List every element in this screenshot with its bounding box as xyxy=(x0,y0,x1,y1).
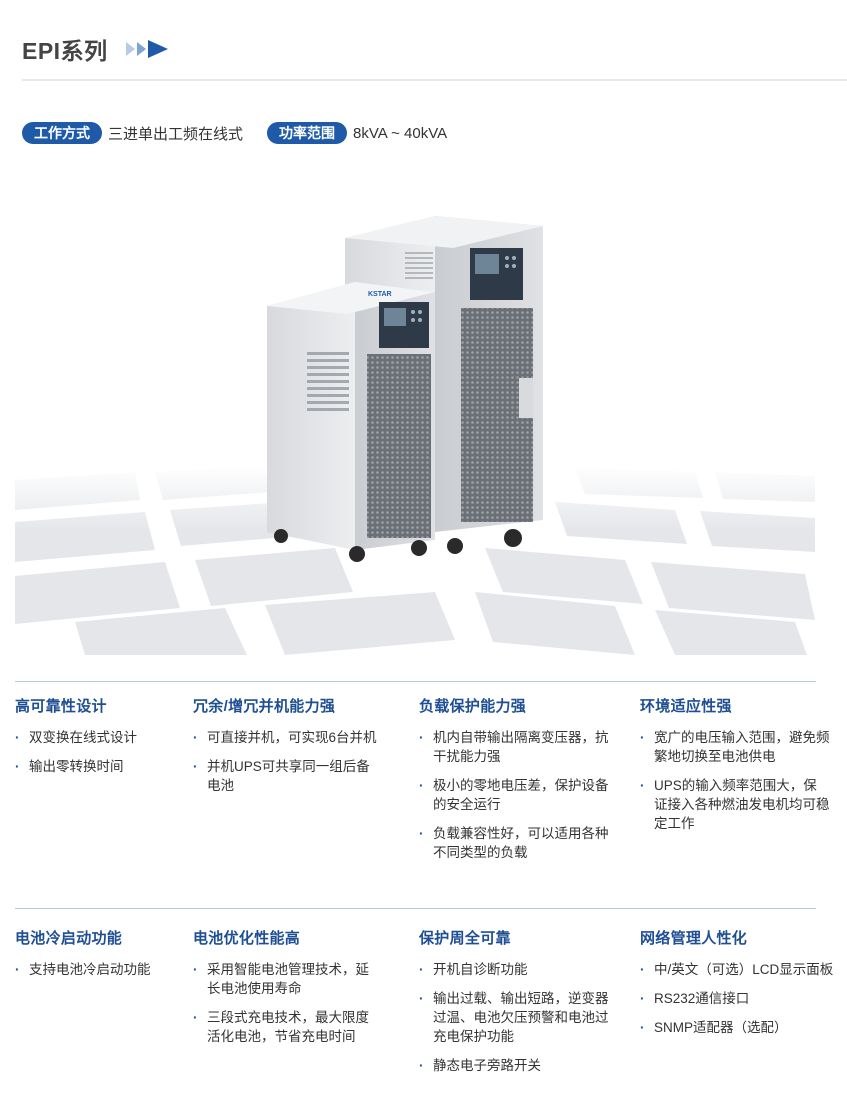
features-row2-divider xyxy=(15,908,816,909)
spec-label-mode: 工作方式 xyxy=(22,122,102,144)
spec-value-power: 8kVA ~ 40kVA xyxy=(353,124,448,142)
feature-item: 三段式充电技术，最大限度活化电池，节省充电时间 xyxy=(193,1008,378,1046)
feature-title: 冗余/增冗并机能力强 xyxy=(193,698,336,715)
feature-item: 并机UPS可共享同一组后备电池 xyxy=(193,757,378,795)
feature-title: 高可靠性设计 xyxy=(15,698,107,715)
feature-item: 双变换在线式设计 xyxy=(15,728,180,747)
ups-cabinet-small xyxy=(267,282,435,562)
feature-item: 采用智能电池管理技术，延长电池使用寿命 xyxy=(193,960,378,998)
feature-item: SNMP适配器（选配） xyxy=(640,1018,840,1037)
series-title: EPI系列 xyxy=(22,38,108,64)
feature-reliability: 高可靠性设计 双变换在线式设计 输出零转换时间 xyxy=(15,695,180,786)
feature-item: RS232通信接口 xyxy=(640,989,840,1008)
spec-row: 工作方式 三进单出工频在线式 功率范围 8kVA ~ 40kVA xyxy=(22,122,447,144)
feature-item: 极小的零地电压差，保护设备的安全运行 xyxy=(419,776,609,814)
feature-title: 电池冷启动功能 xyxy=(15,930,123,947)
features-row1-divider xyxy=(15,681,816,682)
feature-parallel: 冗余/增冗并机能力强 可直接并机，可实现6台并机 并机UPS可共享同一组后备电池 xyxy=(193,695,378,805)
feature-load-protection: 负载保护能力强 机内自带输出隔离变压器，抗干扰能力强 极小的零地电压差，保护设备… xyxy=(419,695,609,872)
feature-environment: 环境适应性强 宽广的电压输入范围，避免频繁地切换至电池供电 UPS的输入频率范围… xyxy=(640,695,830,843)
feature-item: 支持电池冷启动功能 xyxy=(15,960,185,979)
feature-title: 负载保护能力强 xyxy=(419,698,527,715)
feature-item: 负载兼容性好，可以适用各种不同类型的负载 xyxy=(419,824,609,862)
feature-title: 环境适应性强 xyxy=(640,698,732,715)
feature-cold-start: 电池冷启动功能 支持电池冷启动功能 xyxy=(15,927,185,989)
triple-arrow-icon xyxy=(126,40,168,58)
feature-protection: 保护周全可靠 开机自诊断功能 输出过载、输出短路，逆变器过温、电池欠压预警和电池… xyxy=(419,927,611,1085)
feature-item: UPS的输入频率范围大，保证接入各种燃油发电机均可稳定工作 xyxy=(640,776,830,833)
feature-title: 电池优化性能高 xyxy=(193,930,301,947)
feature-item: 开机自诊断功能 xyxy=(419,960,611,979)
spec-label-power: 功率范围 xyxy=(267,122,348,144)
brand-logo: KSTAR xyxy=(368,291,392,298)
product-image: KSTAR xyxy=(15,216,815,655)
feature-title: 网络管理人性化 xyxy=(640,930,748,947)
header-divider xyxy=(22,79,847,81)
feature-item: 中/英文（可选）LCD显示面板 xyxy=(640,960,840,979)
spec-value-mode: 三进单出工频在线式 xyxy=(108,125,244,143)
feature-battery: 电池优化性能高 采用智能电池管理技术，延长电池使用寿命 三段式充电技术，最大限度… xyxy=(193,927,378,1056)
feature-item: 宽广的电压输入范围，避免频繁地切换至电池供电 xyxy=(640,728,830,766)
feature-title: 保护周全可靠 xyxy=(419,930,511,947)
feature-item: 输出过载、输出短路，逆变器过温、电池欠压预警和电池过充电保护功能 xyxy=(419,989,611,1046)
feature-item: 输出零转换时间 xyxy=(15,757,180,776)
feature-item: 可直接并机，可实现6台并机 xyxy=(193,728,378,747)
feature-item: 机内自带输出隔离变压器，抗干扰能力强 xyxy=(419,728,609,766)
feature-network: 网络管理人性化 中/英文（可选）LCD显示面板 RS232通信接口 SNMP适配… xyxy=(640,927,840,1047)
feature-item: 静态电子旁路开关 xyxy=(419,1056,611,1075)
